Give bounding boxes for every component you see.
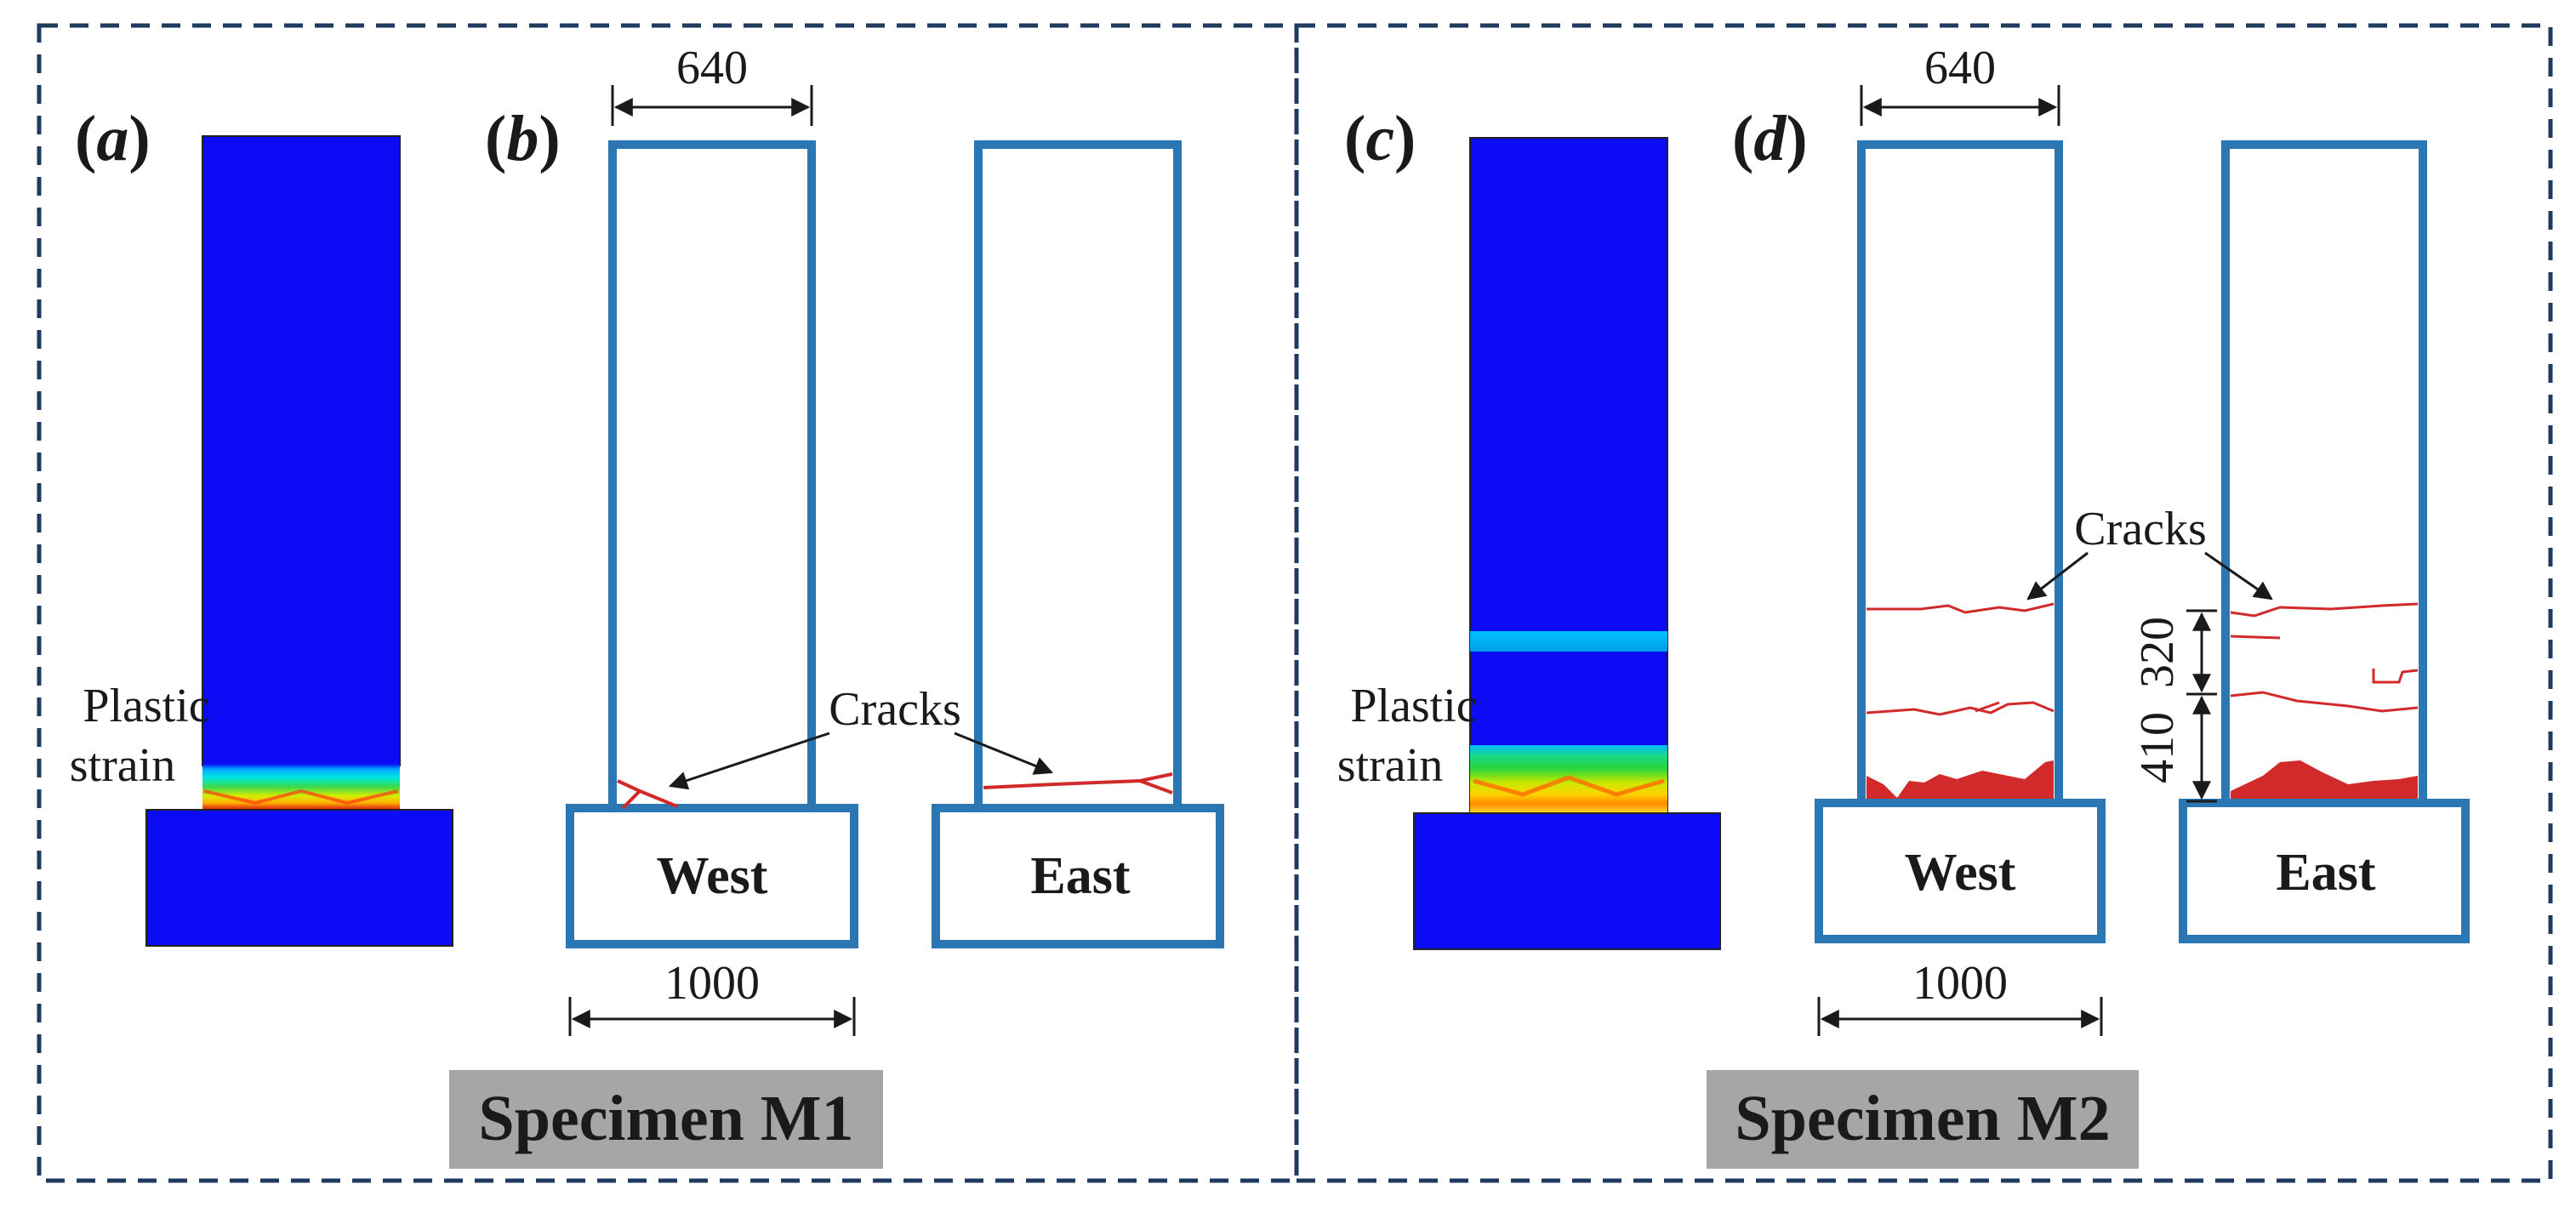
plastic-strain-label-m2-line2: strain [1337,739,1443,792]
west-footing-m2 [1815,799,2106,943]
cracks-label-m2: Cracks [2074,503,2207,555]
crack-east-m2-upper [2230,602,2419,618]
fe-strain-zone-m1 [202,764,400,810]
fe-column-m1 [202,135,401,766]
crack-west-m2-upper [1866,602,2055,614]
crack-east-m1 [983,772,1173,794]
west-column-m2 [1857,140,2063,807]
panel-d-label: (d) [1732,103,1808,174]
crack-east-m2-short [2230,635,2281,640]
crack-east-m2-lower [2230,691,2419,713]
crack-west-m1 [617,779,678,810]
panel-a-label: (a) [75,103,151,174]
plastic-strain-label-m1-line1: Plastic [83,680,209,732]
crack-west-m2-lower [1866,701,2055,716]
dim-320-m2: 320 [2131,617,2184,688]
panel-d-crack-sketch: (d) 640 West East Cracks 320 410 [1732,42,2470,1036]
dim-1000-m1: 1000 [664,957,760,1010]
dim-410-m2: 410 [2131,712,2184,783]
west-footing-m1 [566,804,858,948]
fe-strain-band-m2 [1470,631,1667,652]
caption-m1-text: Specimen M1 [478,1083,853,1154]
panel-b-crack-sketch: (b) 640 West East Cracks 1000 [485,42,1224,1036]
panel-b-label: (b) [485,103,561,174]
west-column-m1 [608,140,816,812]
east-label-m2: East [2276,844,2375,902]
spalling-west-m2 [1866,760,2054,800]
dim-640-m1: 640 [676,42,748,94]
caption-specimen-m1: Specimen M1 [449,1070,883,1169]
east-column-m1 [974,140,1182,812]
plastic-strain-label-m2-line1: Plastic [1350,680,1477,732]
spalling-east-m2 [2231,760,2418,800]
dim-640-m2: 640 [1924,42,1996,94]
fe-footing-m1 [145,809,453,947]
frame-specimen-m2 [1294,23,2553,1183]
east-footing-m1 [932,804,1224,948]
cracks-label-m1: Cracks [829,683,961,736]
crack-east-m2-edge [2372,669,2419,684]
west-label-m2: West [1905,844,2016,902]
panel-c-label: (c) [1344,103,1416,174]
east-footing-m2 [2179,799,2470,943]
fe-footing-m2 [1413,812,1721,950]
fe-column-m2 [1469,137,1668,816]
dim-1000-m2: 1000 [1912,957,2008,1010]
plastic-strain-label-m1-line2: strain [70,739,175,792]
west-label-m1: West [657,847,768,905]
panel-a-fe-model: (a) Plastic strain [70,103,453,947]
caption-m2-text: Specimen M2 [1735,1083,2110,1154]
panel-c-fe-model: (c) Plastic strain [1337,103,1721,950]
caption-specimen-m2: Specimen M2 [1707,1070,2139,1169]
frame-specimen-m1 [37,23,1299,1183]
east-label-m1: East [1030,847,1130,905]
